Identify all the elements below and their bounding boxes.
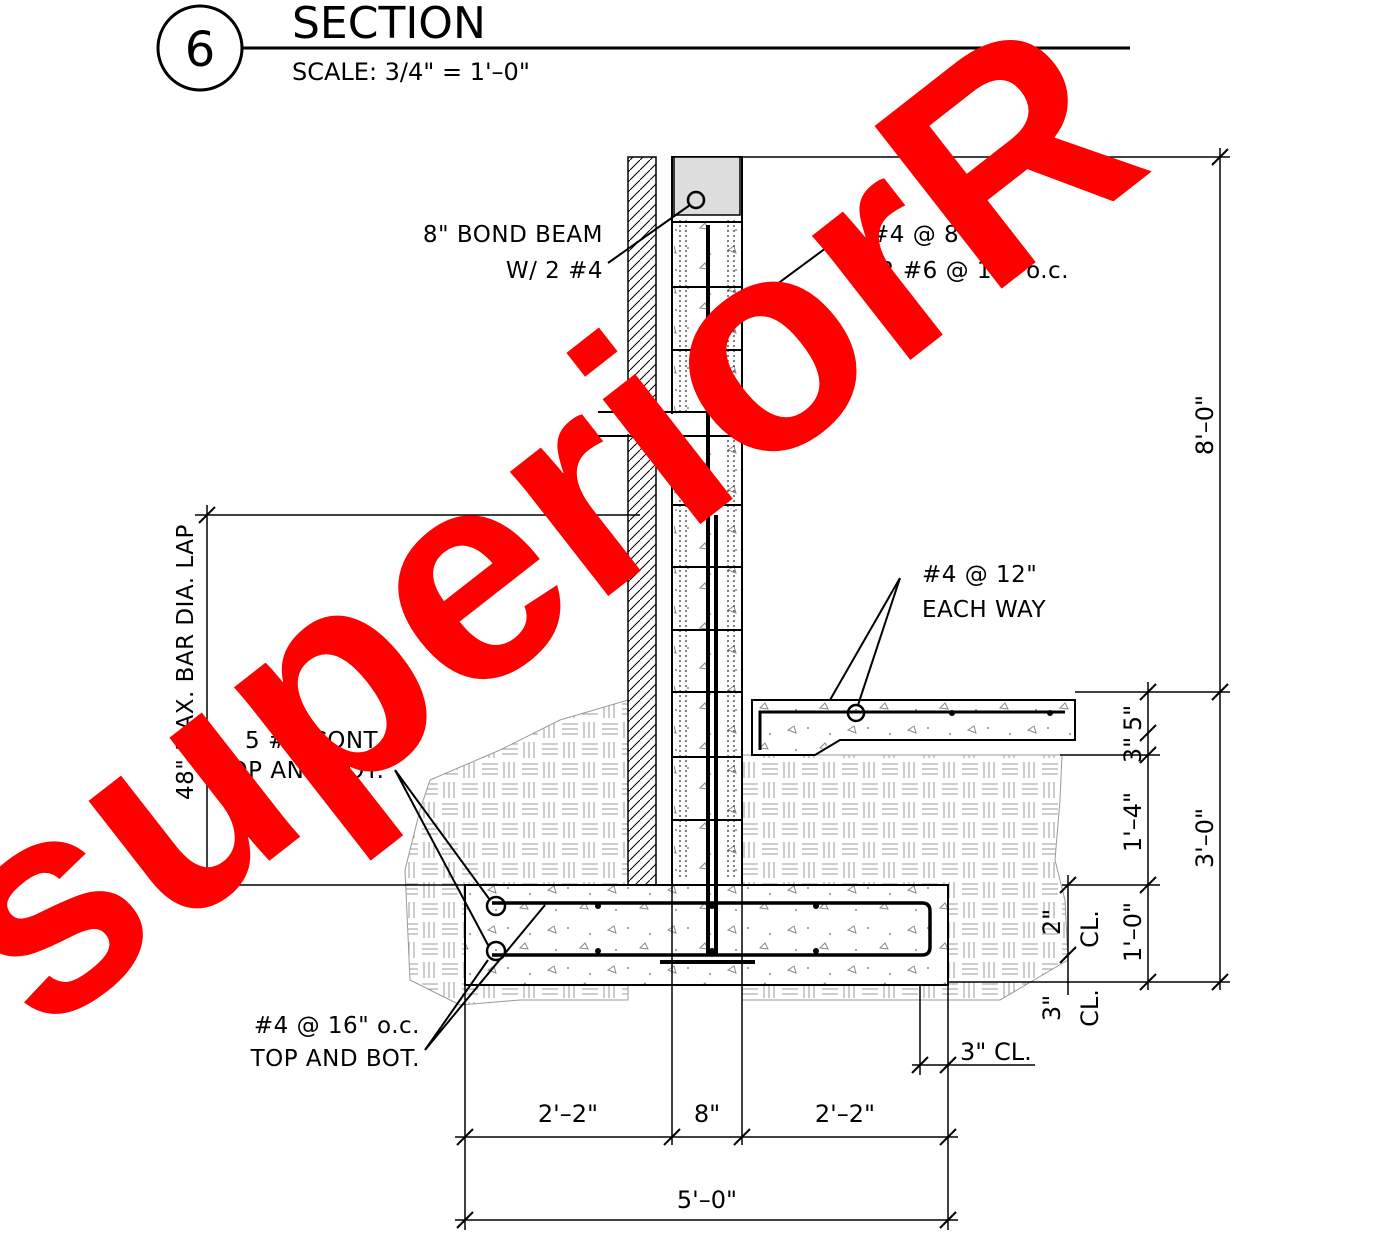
dim-wall-height: 8'–0" xyxy=(1191,395,1219,455)
dimension-ticks xyxy=(198,148,1229,1229)
vert-bar-label-2: OR #6 @ 16" o.c. xyxy=(860,258,1069,284)
hatched-wall xyxy=(627,156,657,886)
slab-bar xyxy=(846,703,866,723)
section-scale: SCALE: 3/4" = 1'–0" xyxy=(292,58,530,86)
footing-bar-label-2: TOP AND BOT. xyxy=(250,1046,420,1072)
dim-right-width: 2'–2" xyxy=(815,1100,875,1128)
dim-footing-depth: 1'–0" xyxy=(1119,902,1147,962)
detail-number: 6 xyxy=(185,22,216,78)
footing-bottom-bar xyxy=(485,940,507,962)
dim-wall-width: 8" xyxy=(694,1100,720,1128)
slab-bar-label-1: #4 @ 12" xyxy=(922,562,1037,588)
cont-bar-label-2: TOP AND BOT. xyxy=(214,758,384,784)
dim-soil-depth: 1'–4" xyxy=(1119,792,1147,852)
dim-left-width: 2'–2" xyxy=(538,1100,598,1128)
dim-top-cover-cl: CL. xyxy=(1076,910,1104,948)
break-lines xyxy=(598,411,765,437)
slab-bar-label-2: EACH WAY xyxy=(922,597,1046,623)
dim-total-width: 5'–0" xyxy=(677,1186,737,1214)
footing-top-bar xyxy=(485,895,507,917)
dim-total-depth: 3'–0" xyxy=(1191,808,1219,868)
bond-beam-label-1: 8" BOND BEAM xyxy=(423,222,603,248)
bond-beam-bar xyxy=(686,190,706,210)
lap-label: 48" MAX. BAR DIA. LAP xyxy=(173,524,199,800)
footing-cont-bars xyxy=(595,903,819,954)
dimension-lines xyxy=(195,148,1230,1230)
footing-bar-label-1: #4 @ 16" o.c. xyxy=(254,1013,420,1039)
leader-lines xyxy=(394,204,901,1051)
vert-bar-label-1: #4 @ 8" o.c. xyxy=(870,222,1021,248)
dim-side-cover: 3" CL. xyxy=(960,1038,1032,1066)
slab-rebar xyxy=(758,710,1065,750)
cont-bar-label-1: 5 #4 CONT. xyxy=(245,728,383,754)
slab-fill xyxy=(754,702,1073,753)
slab-cont-bars xyxy=(949,710,1053,716)
dim-slab-base: 3" xyxy=(1119,737,1147,763)
bond-beam-label-2: W/ 2 #4 xyxy=(506,258,603,284)
dim-bot-cover: 3" xyxy=(1038,995,1066,1021)
dim-top-cover: 2" xyxy=(1038,909,1066,935)
title-block: 6 SECTION SCALE: 3/4" = 1'–0" xyxy=(156,0,1130,92)
cmu-web-lines xyxy=(679,220,735,880)
break-gap xyxy=(620,414,750,434)
footing-rebar xyxy=(492,901,932,957)
dim-bot-cover-cl: CL. xyxy=(1076,989,1104,1027)
dim-slab: 5" xyxy=(1119,705,1147,731)
section-title: SECTION xyxy=(292,0,486,49)
bond-beam xyxy=(673,156,741,216)
